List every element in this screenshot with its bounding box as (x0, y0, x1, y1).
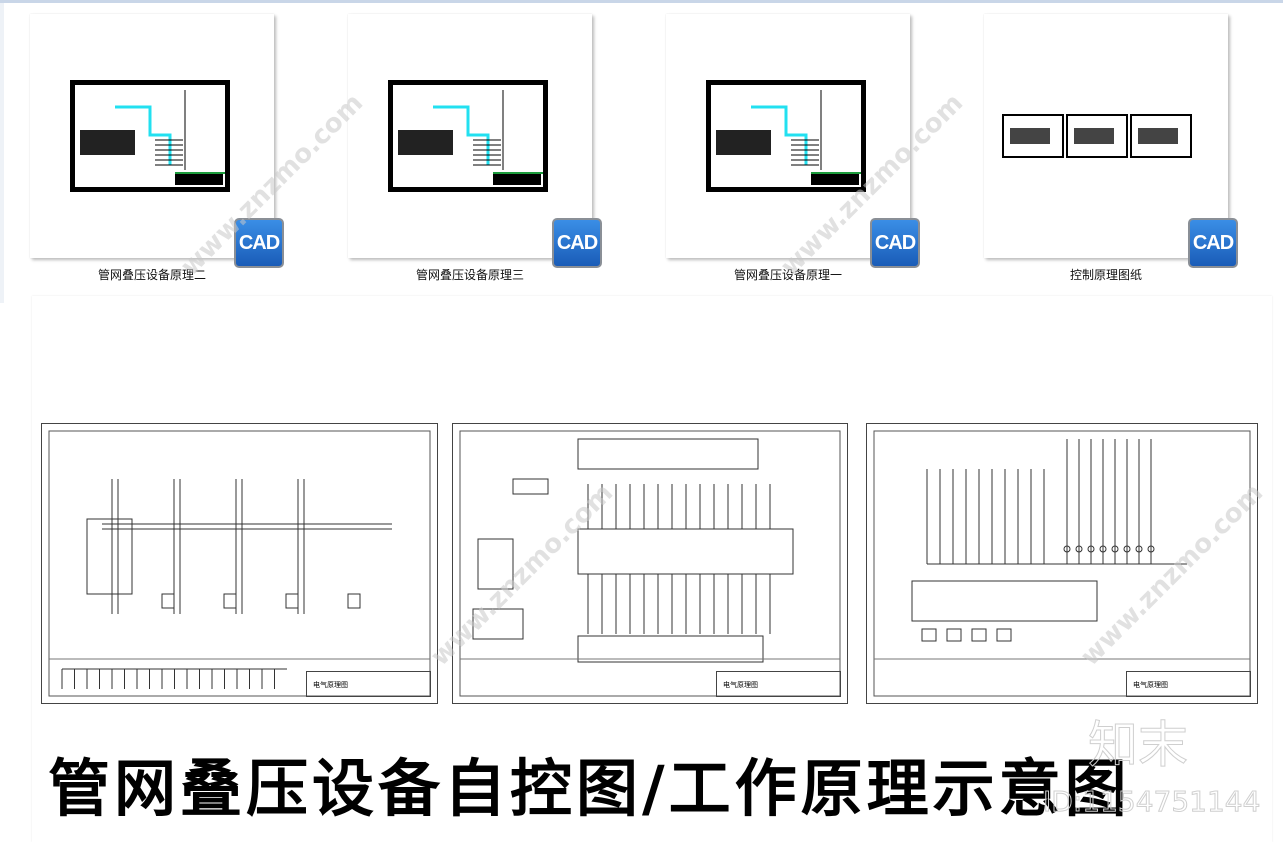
title-block: 电气原理图 (306, 671, 431, 697)
cad-file-icon: CAD (870, 218, 920, 268)
schematic-drawing: 电气原理图 (866, 423, 1258, 704)
file-thumbnail[interactable]: CAD (666, 14, 920, 268)
watermark-brand: 知末 (1088, 716, 1189, 775)
drawing-preview (70, 80, 230, 192)
cad-file-icon: CAD (1188, 218, 1238, 268)
file-name[interactable]: 控制原理图纸 (1069, 268, 1142, 282)
file-thumbnail[interactable]: CAD (348, 14, 602, 268)
schematic-drawing: 电气原理图 (452, 423, 848, 704)
watermark-id: ID:1154751144 (1042, 785, 1261, 819)
file-name[interactable]: 管网叠压设备原理二 (97, 268, 206, 282)
cad-file-icon: CAD (552, 218, 602, 268)
left-scroll-edge (0, 3, 4, 303)
file-name[interactable]: 管网叠压设备原理三 (415, 268, 524, 282)
drawing-preview (1002, 114, 1194, 158)
title-block: 电气原理图 (716, 671, 841, 697)
schematic-drawing: 电气原理图 (41, 423, 438, 704)
title-block: 电气原理图 (1126, 671, 1251, 697)
drawing-preview (388, 80, 548, 192)
drawing-preview (706, 80, 866, 192)
window-top-border (0, 0, 1283, 3)
file-name[interactable]: 管网叠压设备原理一 (733, 268, 842, 282)
file-thumbnail[interactable]: CAD (30, 14, 284, 268)
file-thumbnail[interactable]: CAD (984, 14, 1238, 268)
headline: 管网叠压设备自控图/工作原理示意图 (48, 752, 1131, 825)
cad-file-icon: CAD (234, 218, 284, 268)
